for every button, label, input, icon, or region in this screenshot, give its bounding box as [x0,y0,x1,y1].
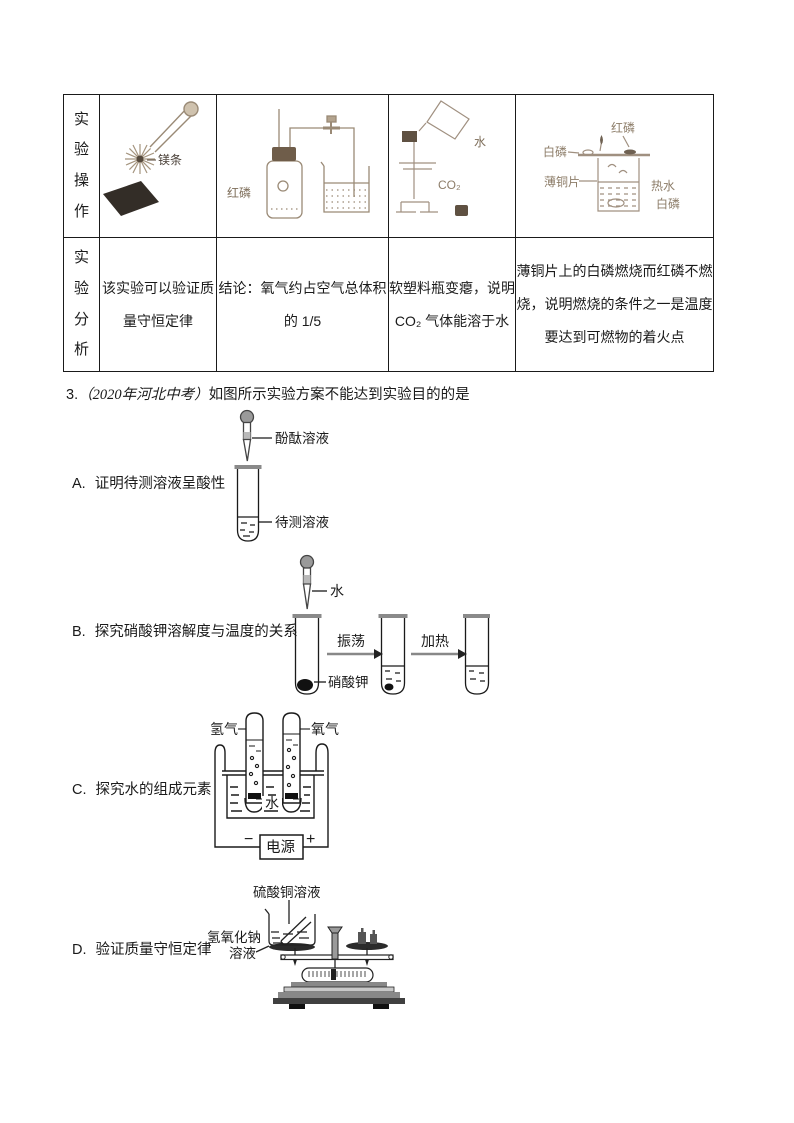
rubber-stopper [272,147,296,161]
question-number: 3. [66,387,79,403]
weight-1 [358,932,366,944]
power-supply-label: 电源 [266,839,295,856]
option-a-diagram: 酚酞溶液 待测溶液 [234,409,329,542]
red-phosphorus-label: 红磷 [227,185,251,200]
arrow1-head [374,649,383,659]
question-source: （2020年河北中考） [78,387,209,403]
red-phosphorus-pile [624,149,636,155]
left-foot [289,1004,305,1009]
analysis-cell-4: 薄铜片上的白磷燃烧而红磷不燃烧，说明燃烧的条件之一是温度要达到可燃物的着火点 [515,237,714,372]
right-foot [373,1004,389,1009]
burning-mg-tip [136,155,144,163]
option-a-letter: A. [72,476,86,492]
asbestos-pad [103,181,159,216]
option-c-text: 探究水的组成元素 [95,782,212,798]
option-d-label: D. 验证质量守恒定律 [72,938,212,959]
option-b-diagram: 水 硝酸钾 振荡 加热 [292,554,490,695]
mg-burning-diagram: 镁条 [103,101,199,216]
option-a-text: 证明待测溶液呈酸性 [94,476,226,492]
operation-row-header-text: 实验操作 [74,110,90,220]
base-layer-1 [291,982,387,987]
analysis-row-header-text: 实验分析 [74,249,90,359]
hydrogen-label: 氢气 [210,721,238,737]
right-pan [346,942,388,950]
experiment-table: 实验操作 镁条 [63,94,714,372]
mg-strip-label: 镁条 [158,153,182,167]
kno3-residue [384,683,394,691]
phosphorus-ignition-diagram: 红磷 白磷 薄铜片 热水 白磷 [543,120,680,212]
naoh-label-line2: 溶液 [229,946,256,961]
op-cell-co2-water: 水 CO₂ [388,94,516,238]
water-label: 水 [474,135,486,149]
option-d-text: 验证质量守恒定律 [95,942,212,958]
arrow2-head [458,649,467,659]
weight-2 [370,934,377,944]
analysis-row-header: 实验分析 [63,237,100,372]
naoh-label-line1: 氢氧化钠 [207,930,261,945]
co2-dissolve-diagram: 水 CO₂ [396,100,486,216]
analysis-row: 实验分析 该实验可以验证质量守恒定律 结论：氧气约占空气总体积的 1/5 软塑料… [63,237,714,372]
plus-terminal: + [306,831,315,848]
op-cell-phosphorus-burning: 红磷 白磷 薄铜片 热水 白磷 [515,94,714,238]
right-electrode [285,793,298,799]
heat-label: 加热 [421,633,449,649]
white-phosphorus-bottom-label: 白磷 [656,196,680,211]
kno3-label: 硝酸钾 [328,675,369,690]
kno3-solid [297,679,313,691]
flame-icon [600,135,603,145]
op-cell-air-oxygen: 红磷 [216,94,389,238]
hot-water-label: 热水 [651,179,675,193]
shake-label: 振荡 [337,633,365,649]
minus-terminal: − [244,831,253,848]
option-b-letter: B. [72,624,86,640]
question-text: 如图所示实验方案不能达到实验目的的是 [208,387,470,403]
left-pan [269,943,315,951]
analysis-cell-1: 该实验可以验证质量守恒定律 [99,237,217,372]
operation-row: 实验操作 镁条 [63,94,714,238]
option-c-diagram: 水 电源 − + 氢气 氧气 [210,712,339,860]
white-phosphorus-top-label: 白磷 [543,144,567,159]
option-d-letter: D. [72,942,87,958]
option-d-diagram: 硫酸铜溶液 氢氧化钠 溶液 [207,885,405,1009]
copper-sheet-label: 薄铜片 [544,174,580,189]
analysis-cell-3: 软塑料瓶变瘪，说明 CO₂ 气体能溶于水 [388,237,516,372]
question-3: 3.（2020年河北中考）如图所示实验方案不能达到实验目的的是 [66,383,470,404]
small-cap [455,205,468,216]
phenolphthalein-label: 酚酞溶液 [275,431,329,446]
option-c-letter: C. [72,782,87,798]
bottle-cap [402,131,417,142]
oxygen-label: 氧气 [311,721,339,737]
operation-row-header: 实验操作 [63,94,100,238]
co2-label: CO₂ [438,178,461,192]
option-c-label: C. 探究水的组成元素 [72,778,212,799]
cuso4-label: 硫酸铜溶液 [253,885,321,900]
analysis-cell-2: 结论：氧气约占空气总体积的 1/5 [216,237,389,372]
rider-slider [331,969,336,980]
test-solution-label: 待测溶液 [275,515,329,530]
option-b-text: 探究硝酸钾溶解度与温度的关系 [94,624,298,640]
red-phosphorus-label: 红磷 [611,120,635,135]
water-label: 水 [265,795,279,811]
water-label: 水 [330,583,344,599]
left-electrode [248,793,261,799]
base-layer-4 [273,998,405,1004]
option-b-label: B. 探究硝酸钾溶解度与温度的关系 [72,620,298,641]
oxygen-in-air-diagram: 红磷 [227,109,370,219]
option-a-label: A. 证明待测溶液呈酸性 [72,472,225,493]
op-cell-mg-burning: 镁条 [99,94,217,238]
power-supply-box [259,834,304,860]
